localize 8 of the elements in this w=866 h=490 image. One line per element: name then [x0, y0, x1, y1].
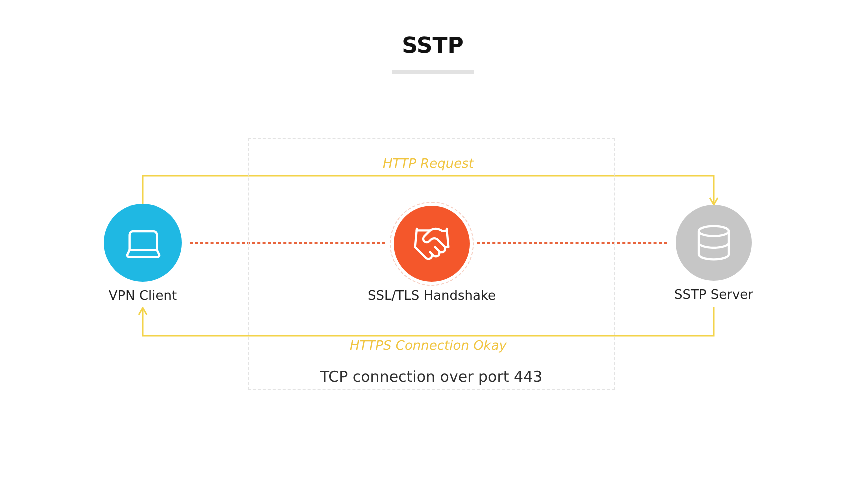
- title: SSTP: [402, 33, 464, 61]
- dashed-line: [477, 242, 668, 244]
- arrow: [142, 175, 719, 206]
- node-label: SSL/TLS Handshake: [368, 288, 496, 306]
- node-label: SSTP Server: [674, 287, 754, 305]
- arrow: [138, 307, 715, 337]
- node-label: VPN Client: [108, 288, 178, 306]
- dashed-line: [190, 242, 385, 244]
